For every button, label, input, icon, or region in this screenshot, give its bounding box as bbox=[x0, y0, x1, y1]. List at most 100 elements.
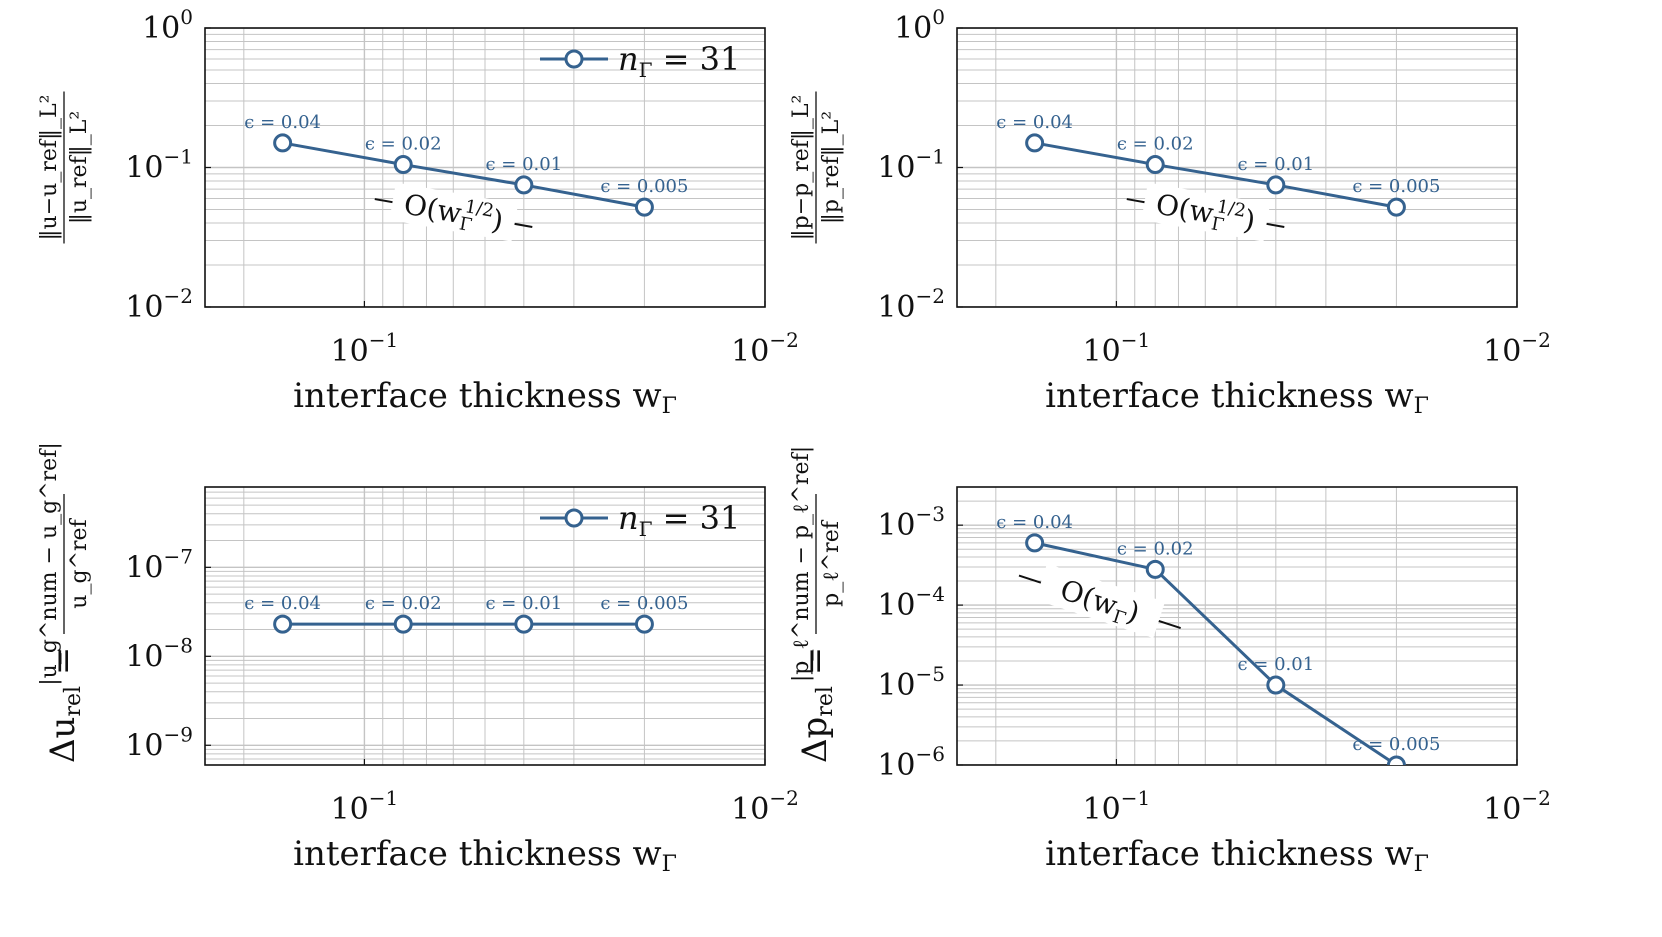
y-tick-label: 10−9 bbox=[125, 722, 193, 763]
point-label: ϵ = 0.04 bbox=[996, 112, 1073, 133]
y-axis-label: ‖p−p_ref‖_L²‖p_ref‖_L² bbox=[789, 91, 844, 244]
x-tick-label: 10−2 bbox=[1483, 786, 1551, 827]
plot-area bbox=[273, 133, 654, 217]
x-label-main: interface thickness w bbox=[293, 376, 662, 416]
tick-exponent: −3 bbox=[916, 502, 945, 526]
tick-exponent: −2 bbox=[164, 284, 193, 308]
legend-sub: Γ bbox=[639, 517, 653, 541]
tick-exponent: −6 bbox=[916, 742, 945, 766]
x-tick-label: 10−1 bbox=[1083, 786, 1151, 827]
point-label: ϵ = 0.02 bbox=[365, 593, 442, 614]
data-point bbox=[634, 614, 654, 634]
data-point bbox=[514, 614, 534, 634]
data-point bbox=[1386, 755, 1406, 765]
point-label: ϵ = 0.01 bbox=[1237, 154, 1314, 175]
point-label: ϵ = 0.01 bbox=[1237, 654, 1314, 675]
slope-label-bg bbox=[1035, 563, 1165, 639]
tick-exponent: −2 bbox=[916, 284, 945, 308]
tick-exponent: −2 bbox=[1521, 328, 1550, 352]
y-axis-label: Δprel =|p_ℓ^num − p_ℓ^ref|p_ℓ^ref bbox=[789, 446, 844, 763]
slope-label: O(wΓ1/2) bbox=[1153, 186, 1259, 242]
data-point bbox=[1266, 675, 1286, 695]
grid bbox=[957, 28, 1517, 307]
tick-base: 10 bbox=[125, 639, 163, 674]
slope-sub: Γ bbox=[458, 213, 474, 236]
data-point bbox=[393, 155, 413, 175]
grid bbox=[205, 487, 765, 765]
y-tick-label: 10−4 bbox=[877, 582, 945, 623]
x-tick-label: 10−2 bbox=[731, 786, 799, 827]
tick-exponent: −1 bbox=[1121, 786, 1150, 810]
tick-exponent: −5 bbox=[916, 662, 945, 686]
point-label: ϵ = 0.04 bbox=[244, 593, 321, 614]
y-label-lhs-sub: rel bbox=[813, 686, 838, 717]
x-label-sub: Γ bbox=[1414, 852, 1429, 877]
tick-exponent: −4 bbox=[916, 582, 945, 606]
tick-base: 10 bbox=[1483, 334, 1521, 369]
tick-base: 10 bbox=[125, 290, 163, 325]
tick-base: 10 bbox=[877, 290, 915, 325]
tick-exponent: −7 bbox=[164, 544, 193, 568]
y-label-denominator: p_ℓ^ref bbox=[819, 519, 844, 607]
tick-exponent: −2 bbox=[769, 786, 798, 810]
plot-frame bbox=[956, 486, 1518, 766]
slope-annotation: O(wΓ1/2) bbox=[1126, 182, 1285, 242]
y-axis-label: Δurel =|u_g^num − u_g^ref|u_g^ref bbox=[37, 442, 92, 763]
x-label-main: interface thickness w bbox=[1045, 376, 1414, 416]
point-label: ϵ = 0.005 bbox=[1352, 734, 1440, 755]
tick-exponent: −1 bbox=[369, 786, 398, 810]
data-point bbox=[1025, 133, 1045, 153]
x-tick-label: 10−1 bbox=[1083, 328, 1151, 369]
x-tick-label: 10−1 bbox=[331, 786, 399, 827]
point-label: ϵ = 0.02 bbox=[1117, 538, 1194, 559]
y-tick-label: 10−1 bbox=[877, 145, 945, 186]
plot-area bbox=[1025, 133, 1406, 217]
slope-sub: Γ bbox=[1110, 606, 1128, 630]
y-label-lhs: Δurel = bbox=[43, 647, 86, 763]
y-label-lhs-main: Δp bbox=[795, 717, 835, 763]
slope-annotation: O(wΓ1/2) bbox=[374, 182, 533, 242]
tick-base: 10 bbox=[142, 11, 180, 46]
y-label-denominator: ‖p_ref‖_L² bbox=[819, 111, 844, 224]
y-label-numerator: |u_g^num − u_g^ref| bbox=[37, 442, 62, 686]
data-point bbox=[273, 614, 293, 634]
data-point bbox=[1145, 559, 1165, 579]
tick-base: 10 bbox=[1083, 334, 1121, 369]
tick-exponent: −1 bbox=[369, 328, 398, 352]
grid bbox=[957, 487, 1517, 765]
point-label: ϵ = 0.02 bbox=[1117, 134, 1194, 155]
x-axis-label: interface thickness wΓ bbox=[1045, 376, 1429, 419]
slope-sup: 1/2 bbox=[463, 196, 495, 222]
series-line bbox=[1034, 541, 1398, 765]
point-label: ϵ = 0.01 bbox=[485, 154, 562, 175]
plot-area bbox=[273, 614, 654, 634]
point-label: ϵ = 0.005 bbox=[600, 176, 688, 197]
y-label-denominator: u_g^ref bbox=[67, 517, 92, 608]
tick-base: 10 bbox=[125, 550, 163, 585]
y-label-numerator: ‖p−p_ref‖_L² bbox=[789, 95, 814, 241]
tick-base: 10 bbox=[877, 748, 915, 783]
legend-main: n bbox=[618, 499, 639, 537]
legend-sub: Γ bbox=[639, 58, 653, 82]
x-tick-label: 10−1 bbox=[331, 328, 399, 369]
x-label-sub: Γ bbox=[662, 852, 677, 877]
legend-marker bbox=[564, 508, 584, 528]
tick-base: 10 bbox=[894, 11, 932, 46]
tick-exponent: 0 bbox=[932, 5, 945, 29]
x-label-sub: Γ bbox=[662, 394, 677, 419]
tick-exponent: −2 bbox=[769, 328, 798, 352]
data-point bbox=[1386, 197, 1406, 217]
legend-main: n bbox=[618, 40, 639, 78]
data-point bbox=[1145, 155, 1165, 175]
x-axis-label: interface thickness wΓ bbox=[1045, 834, 1429, 877]
tick-exponent: −1 bbox=[1121, 328, 1150, 352]
y-label-lhs-main: Δu bbox=[43, 717, 83, 763]
legend-tail: = 31 bbox=[653, 499, 741, 537]
y-label-numerator: |p_ℓ^num − p_ℓ^ref| bbox=[789, 446, 814, 682]
series-line bbox=[282, 141, 645, 209]
y-label-eq: = bbox=[43, 647, 83, 686]
data-point bbox=[1266, 175, 1286, 195]
tick-base: 10 bbox=[877, 588, 915, 623]
